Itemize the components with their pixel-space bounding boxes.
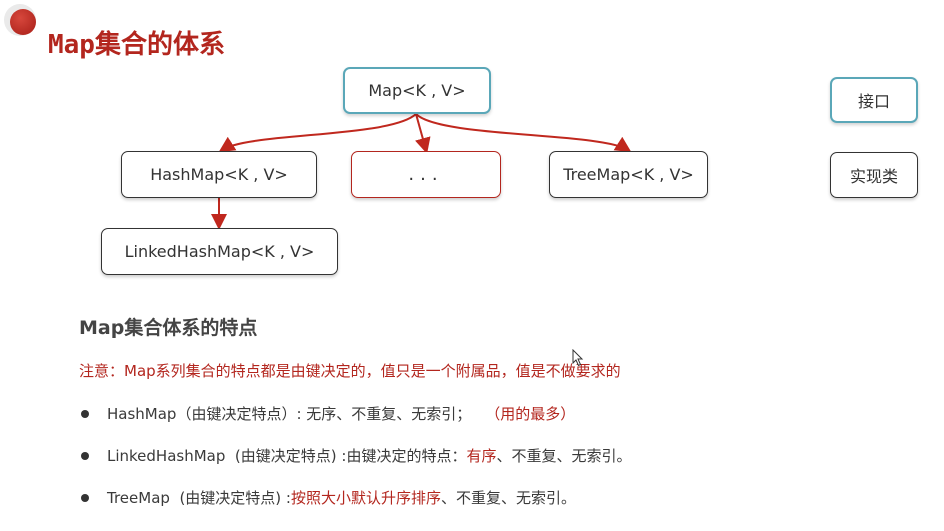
map-interface-node: Map<K , V>	[343, 67, 491, 114]
arrow-to-ellipsis	[415, 113, 431, 154]
bullet-treemap-highlight: 按照大小默认升序排序	[290, 489, 441, 507]
hashmap-node: HashMap<K , V>	[121, 151, 317, 198]
note-text: 注意：Map系列集合的特点都是由键决定的，值只是一个附属品，值是不做要求的	[79, 362, 621, 380]
section-title: Map集合体系的特点	[79, 317, 258, 339]
linkedhashmap-node: LinkedHashMap<K , V>	[101, 228, 338, 275]
legend-implementation: 实现类	[830, 152, 918, 198]
bullet-dot	[81, 493, 89, 502]
linkedhashmap-label: LinkedHashMap<K , V>	[124, 242, 315, 261]
logo-icon	[10, 9, 36, 35]
bullet-treemap-tail: 、不重复、无索引。	[441, 489, 577, 507]
bullet-linkedhashmap: LinkedHashMap (由键决定特点) :由键决定的特点： 有序 、不重复…	[79, 445, 631, 466]
bullet-dot	[81, 409, 89, 418]
legend-implementation-label: 实现类	[849, 167, 898, 186]
ellipsis-label: ...	[408, 164, 444, 185]
bullet-hashmap-text: HashMap（由键决定特点）: 无序、不重复、无索引；	[107, 405, 472, 423]
bullet-linkedhashmap-text: LinkedHashMap (由键决定特点) :由键决定的特点：	[107, 447, 467, 465]
bullet-hashmap-highlight: （用的最多）	[485, 405, 576, 423]
bullet-hashmap: HashMap（由键决定特点）: 无序、不重复、无索引； （用的最多）	[79, 403, 575, 424]
arrow-to-hashmap	[218, 113, 417, 153]
bullet-treemap-text: TreeMap (由键决定特点) :	[107, 489, 291, 507]
page-title: Map集合的体系	[48, 30, 225, 60]
arrow-to-treemap	[415, 113, 632, 153]
map-interface-label: Map<K , V>	[368, 81, 466, 100]
ellipsis-node: ...	[351, 151, 501, 198]
mouse-cursor-icon	[572, 349, 584, 367]
bullet-dot	[81, 451, 89, 460]
legend-interface: 接口	[830, 77, 918, 123]
bullet-linkedhashmap-highlight: 有序	[466, 447, 497, 465]
treemap-label: TreeMap<K , V>	[563, 165, 694, 184]
hashmap-label: HashMap<K , V>	[150, 165, 288, 184]
bullet-treemap: TreeMap (由键决定特点) : 按照大小默认升序排序 、不重复、无索引。	[79, 487, 576, 508]
legend-interface-label: 接口	[857, 92, 890, 111]
treemap-node: TreeMap<K , V>	[549, 151, 708, 198]
bullet-linkedhashmap-tail: 、不重复、无索引。	[496, 447, 632, 465]
